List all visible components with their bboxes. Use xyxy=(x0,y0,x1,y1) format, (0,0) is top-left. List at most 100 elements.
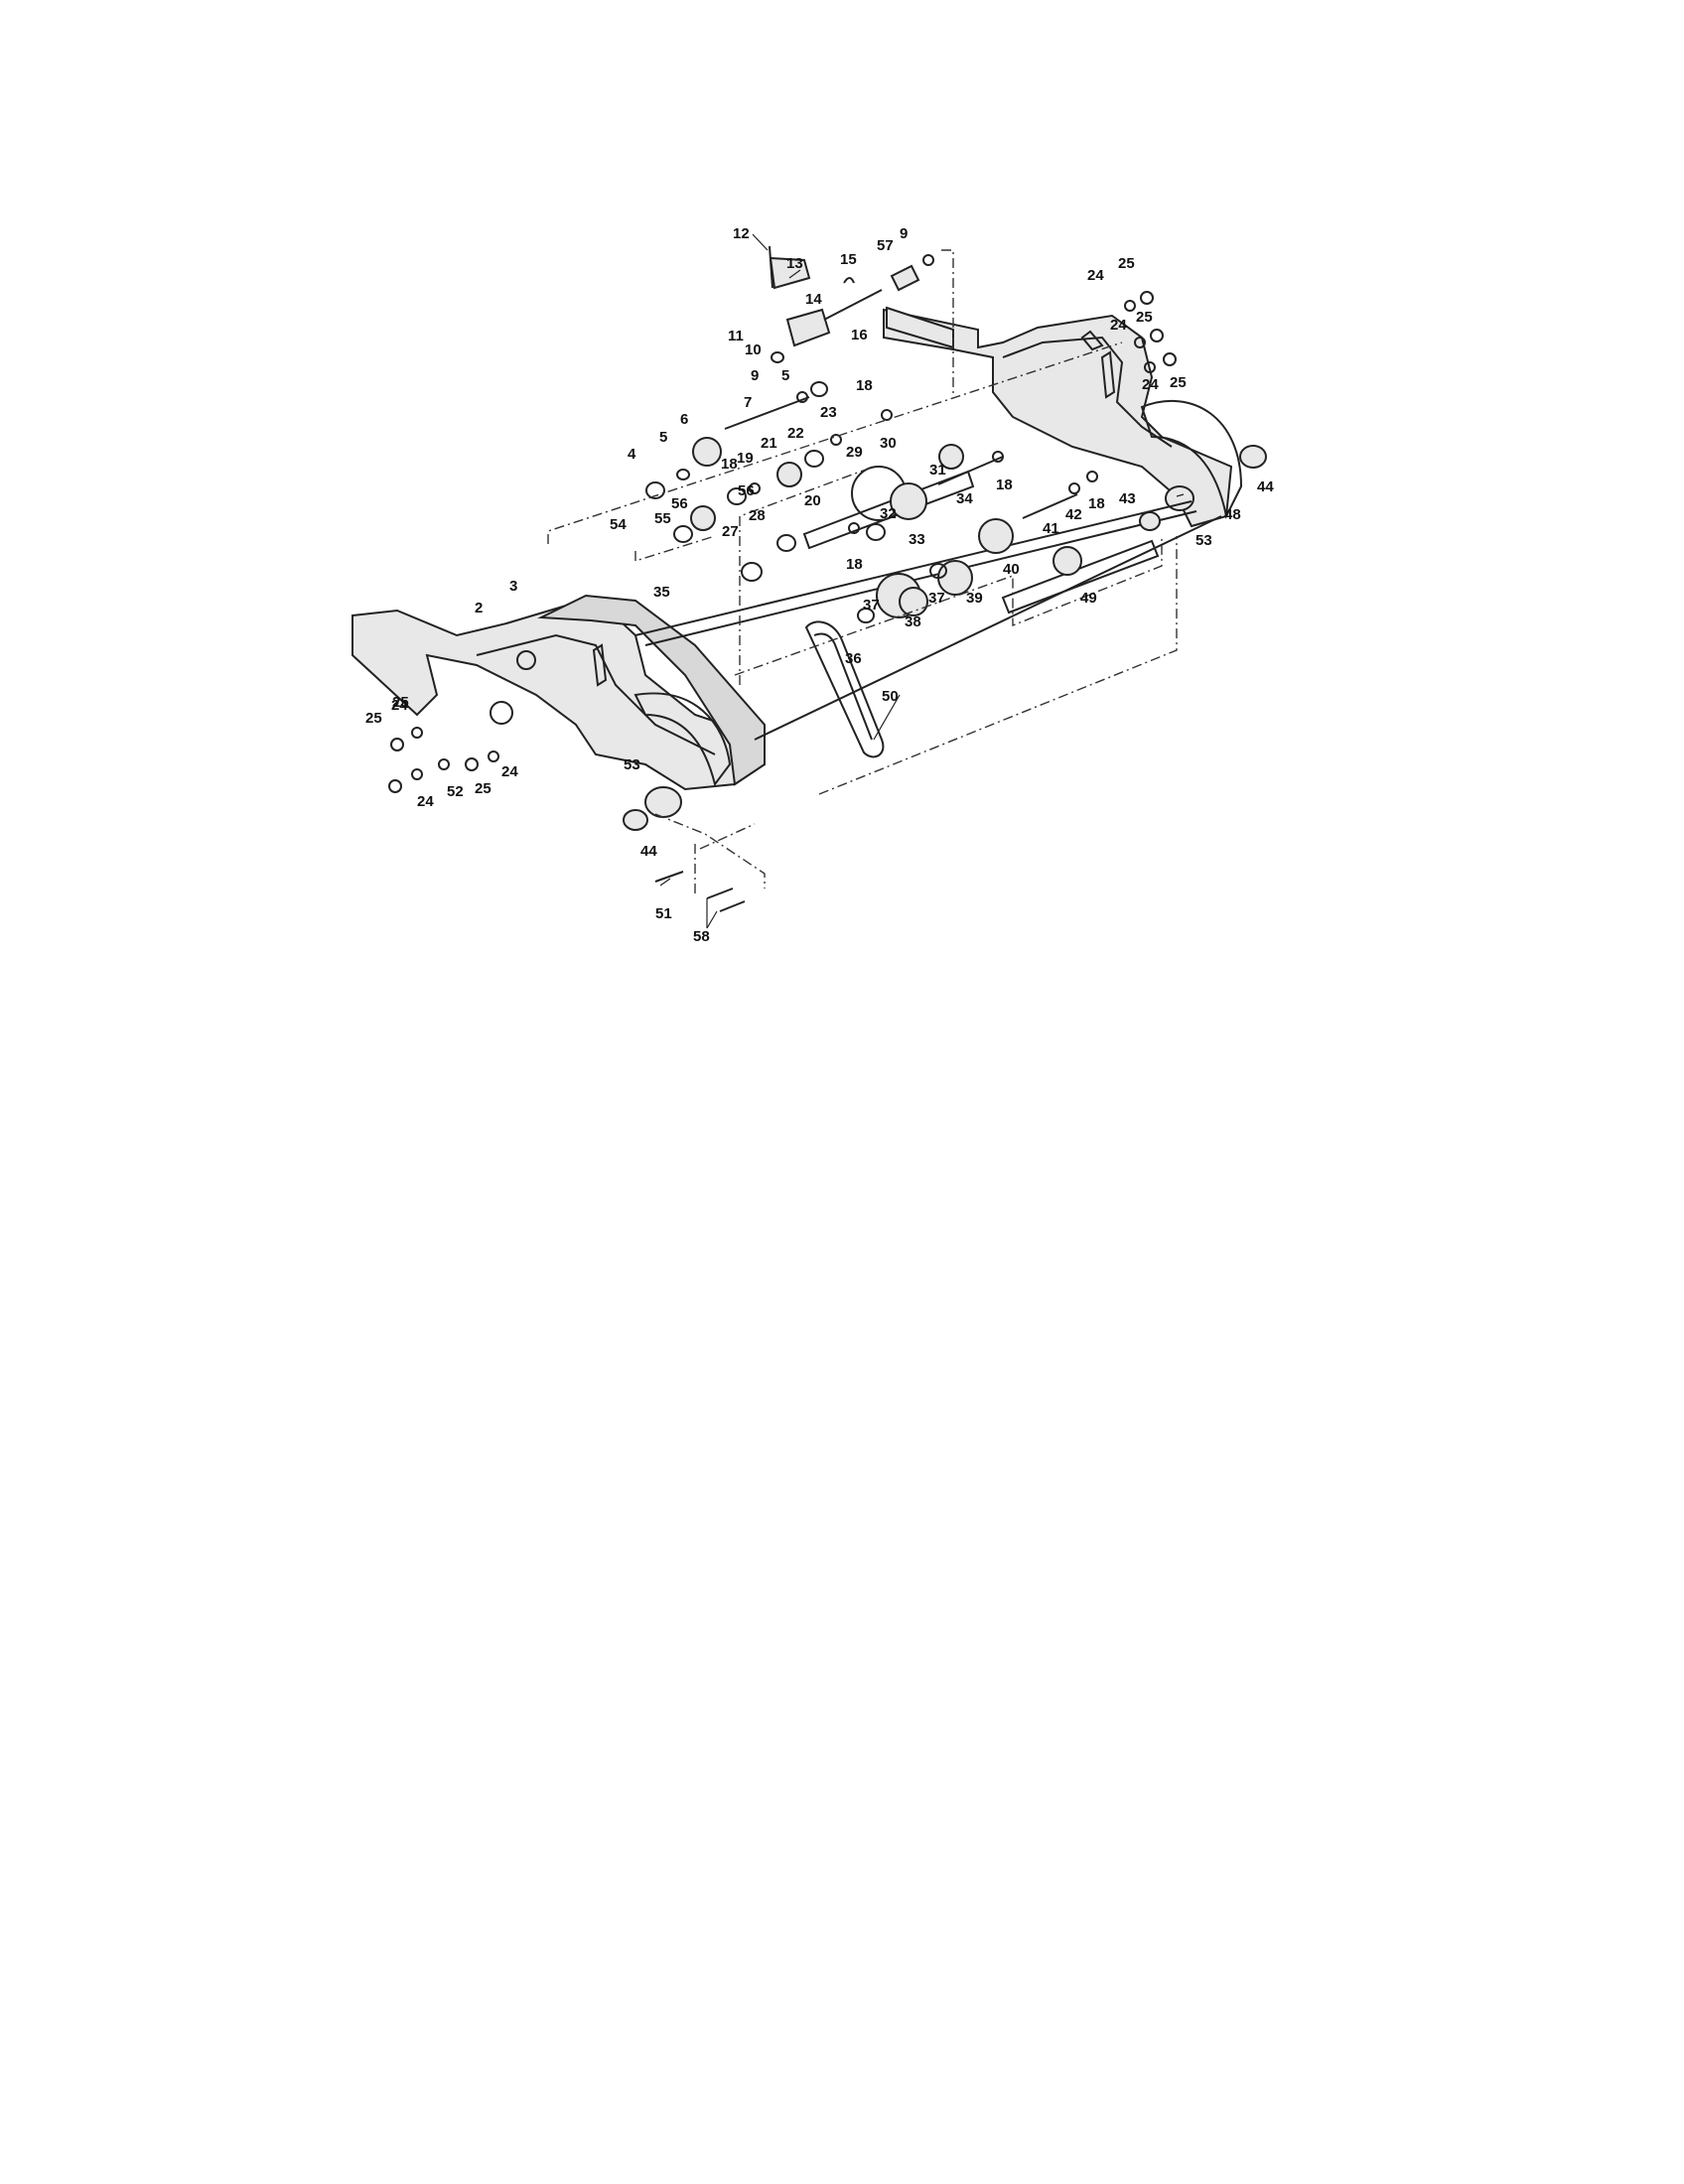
callout-label: 49 xyxy=(1080,590,1097,607)
callout-label: 18 xyxy=(1088,495,1105,512)
callout-label: 18 xyxy=(996,477,1013,493)
gear-31 xyxy=(938,444,964,470)
callout-label: 9 xyxy=(900,225,908,242)
bolt-58a xyxy=(706,887,734,899)
assembly-line-d xyxy=(818,536,1178,795)
callout-label: 24 xyxy=(417,793,434,810)
assembly-line-h xyxy=(694,823,756,893)
washer-42 xyxy=(1068,482,1080,494)
callout-label: 25 xyxy=(475,780,491,797)
callout-label: 3 xyxy=(509,578,517,595)
left-fasteners xyxy=(388,727,499,793)
callout-label: 23 xyxy=(820,404,837,421)
washer-5 xyxy=(676,469,690,480)
callout-label: 58 xyxy=(693,928,710,945)
sprocket-49 xyxy=(1052,546,1082,576)
shaft-41 xyxy=(1022,493,1078,519)
v-belt-50 xyxy=(804,620,885,758)
washer-9-top xyxy=(922,254,934,266)
callout-label: 7 xyxy=(744,394,752,411)
callout-label: 38 xyxy=(905,614,921,630)
callout-label: 6 xyxy=(680,411,688,428)
callout-label: 37 xyxy=(928,590,945,607)
right-plate-inner xyxy=(1002,336,1173,448)
callout-label: 13 xyxy=(786,255,803,272)
left-shield xyxy=(633,692,732,787)
gear-21 xyxy=(776,462,802,487)
callout-label: 25 xyxy=(1136,309,1153,326)
pin-12 xyxy=(769,245,773,289)
shift-rod-16 xyxy=(823,289,883,321)
callout-label: 37 xyxy=(863,597,880,614)
sprocket-40 xyxy=(978,518,1014,554)
callout-label: 55 xyxy=(654,510,671,527)
bushing-43 xyxy=(1139,511,1161,531)
callout-label: 27 xyxy=(722,523,739,540)
tie-rod xyxy=(634,500,1197,646)
callout-label: 12 xyxy=(733,225,750,242)
right-hub-53 xyxy=(1165,485,1194,511)
callout-label: 34 xyxy=(956,490,973,507)
assembly-line-g xyxy=(654,813,766,888)
callout-label: 31 xyxy=(929,462,946,478)
callout-label: 11 xyxy=(728,328,744,344)
v-belt-50-inner xyxy=(813,632,873,741)
washer-9-left xyxy=(771,351,784,363)
callout-label: 9 xyxy=(751,367,759,384)
bushing-4 xyxy=(645,481,665,499)
callout-label: 5 xyxy=(781,367,789,384)
callout-label: 54 xyxy=(610,516,627,533)
callout-label: 48 xyxy=(1224,506,1241,523)
callout-label: 29 xyxy=(846,444,863,461)
washer-18a xyxy=(881,409,893,421)
callout-label: 41 xyxy=(1043,520,1059,537)
callout-label: 18 xyxy=(846,556,863,573)
bushing-54 xyxy=(673,525,693,543)
bushing-56 xyxy=(727,487,747,505)
callout-label: 19 xyxy=(737,450,754,467)
gear-55 xyxy=(690,505,716,531)
callout-label: 52 xyxy=(447,783,464,800)
callout-label: 40 xyxy=(1003,561,1020,578)
bushing-36 xyxy=(857,608,875,623)
callout-label: 5 xyxy=(659,429,667,446)
callout-label: 53 xyxy=(1195,532,1212,549)
left-hub-53 xyxy=(644,786,682,818)
frame-channel xyxy=(537,594,766,786)
callout-label: 16 xyxy=(851,327,868,343)
callout-label: 15 xyxy=(840,251,857,268)
bushing-8 xyxy=(810,381,828,397)
right-plate-slot xyxy=(1100,350,1116,399)
callout-label: 25 xyxy=(365,710,382,727)
assembly-line-a xyxy=(547,341,1123,544)
callout-label: 20 xyxy=(804,492,821,509)
right-plate-notch xyxy=(1080,330,1104,351)
callout-label: 2 xyxy=(475,600,483,616)
assembly-line-c xyxy=(734,536,1163,676)
callout-label: 24 xyxy=(391,697,408,714)
callout-label: 56 xyxy=(738,482,755,499)
leader-lines xyxy=(659,233,1185,929)
callout-label: 39 xyxy=(966,590,983,607)
washer-18e xyxy=(749,482,761,494)
callout-label: 24 xyxy=(1087,267,1104,284)
callout-label: 21 xyxy=(761,435,777,452)
left-plate-slot xyxy=(592,643,608,687)
bolt-51 xyxy=(654,871,684,883)
callout-label: 44 xyxy=(1257,478,1274,495)
callout-label: 14 xyxy=(805,291,822,308)
callout-label: 18 xyxy=(856,377,873,394)
left-plate-hole xyxy=(490,701,513,725)
washer-18b xyxy=(1086,471,1098,482)
shift-block-14 xyxy=(785,308,831,347)
assembly-line-e xyxy=(941,249,954,397)
long-shaft-49 xyxy=(1001,539,1160,614)
callout-label: 10 xyxy=(745,341,762,358)
assembly-line-f xyxy=(739,466,875,685)
callout-label: 25 xyxy=(1170,374,1187,391)
callout-label: 24 xyxy=(501,763,518,780)
lower-tie-rod xyxy=(754,515,1222,741)
left-plate-bore xyxy=(516,650,536,670)
bushing-28 xyxy=(776,534,796,552)
